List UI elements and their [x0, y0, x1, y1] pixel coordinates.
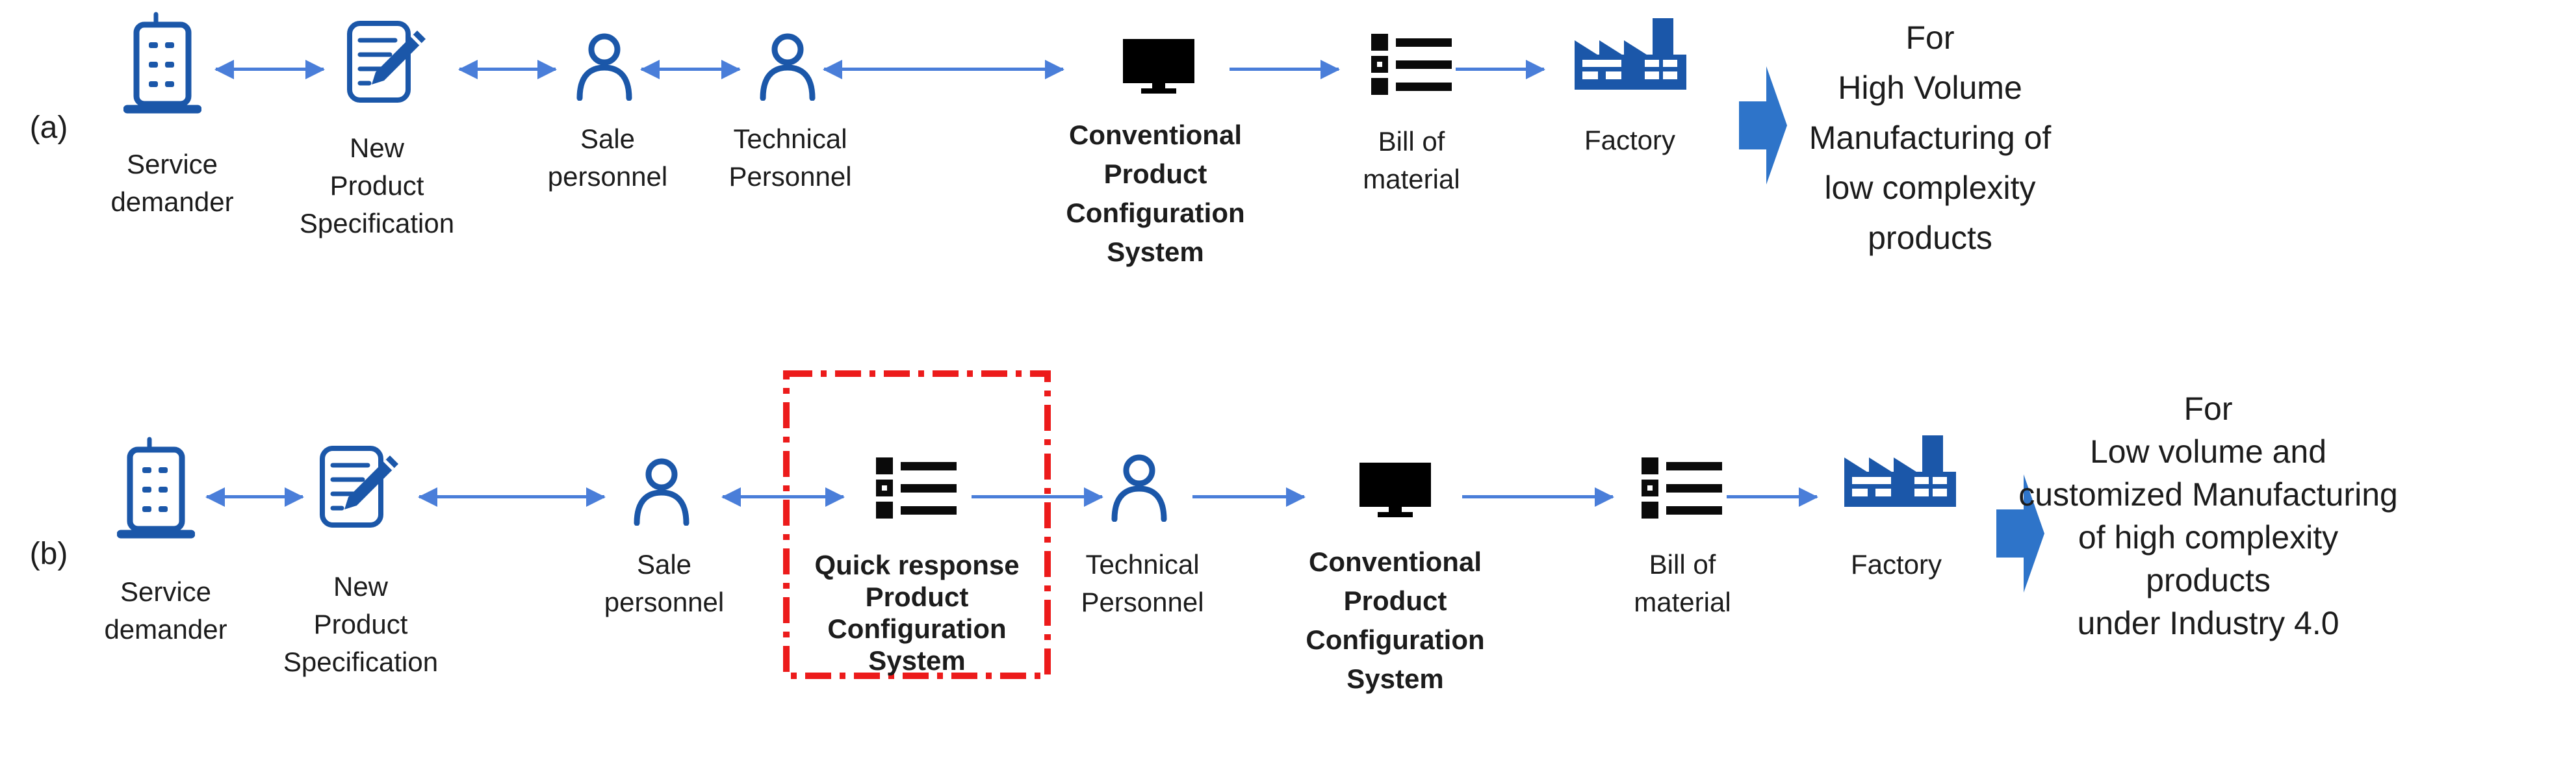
conventional-pcs-label: Conventional Product Configuration Syste… — [1066, 120, 1245, 267]
document-pencil-icon — [347, 21, 426, 103]
double-arrow — [721, 487, 845, 507]
factory-label: Factory — [1584, 125, 1676, 155]
single-arrow — [1725, 487, 1818, 507]
panel-b-label: (b) — [29, 537, 68, 571]
service-demander-label: Service demander — [104, 576, 227, 645]
person-icon — [1111, 454, 1167, 522]
single-arrow — [1454, 60, 1545, 79]
bill-of-material-label: Bill of material — [1363, 126, 1460, 194]
panel-a-label: (a) — [29, 110, 68, 145]
building-icon — [123, 12, 201, 114]
monitor-icon — [1359, 463, 1431, 517]
factory-icon — [1575, 18, 1686, 90]
new-product-specification-label: New Product Specification — [283, 571, 439, 677]
factory-label: Factory — [1850, 549, 1942, 580]
double-arrow — [205, 487, 304, 507]
sale-personnel-label: Sale personnel — [604, 549, 725, 617]
person-icon — [634, 458, 689, 526]
technical-personnel-label: Technical Personnel — [728, 123, 852, 192]
double-arrow — [823, 60, 1064, 79]
building-icon — [117, 437, 195, 539]
document-pencil-icon — [320, 446, 398, 528]
new-product-specification-label: New Product Specification — [299, 133, 455, 238]
single-arrow — [1228, 60, 1340, 79]
block-arrow-icon — [1739, 66, 1787, 185]
double-arrow — [214, 60, 325, 79]
list-icon — [876, 457, 957, 519]
outcome-text-a: For High Volume Manufacturing of low com… — [1809, 19, 2052, 256]
single-arrow — [1461, 487, 1614, 507]
list-icon — [1371, 34, 1452, 95]
outcome-text-b: For Low volume and customized Manufactur… — [2018, 391, 2398, 641]
quick-response-pcs-label: Quick response Product Configuration Sys… — [814, 550, 1020, 676]
person-icon — [760, 33, 816, 101]
block-arrow-icon — [1996, 474, 2044, 593]
double-arrow — [458, 60, 557, 79]
technical-personnel-label: Technical Personnel — [1081, 549, 1204, 617]
monitor-icon — [1123, 39, 1194, 94]
factory-icon — [1844, 435, 1956, 507]
double-arrow — [640, 60, 741, 79]
list-icon — [1642, 457, 1722, 519]
single-arrow — [970, 487, 1103, 507]
single-arrow — [1191, 487, 1306, 507]
sale-personnel-label: Sale personnel — [547, 123, 668, 192]
bill-of-material-label: Bill of material — [1634, 549, 1731, 617]
quick-response-highlight-box — [783, 370, 1051, 679]
service-demander-label: Service demander — [110, 149, 234, 217]
double-arrow — [418, 487, 606, 507]
conventional-pcs-label: Conventional Product Configuration Syste… — [1306, 546, 1485, 694]
person-icon — [576, 33, 632, 101]
